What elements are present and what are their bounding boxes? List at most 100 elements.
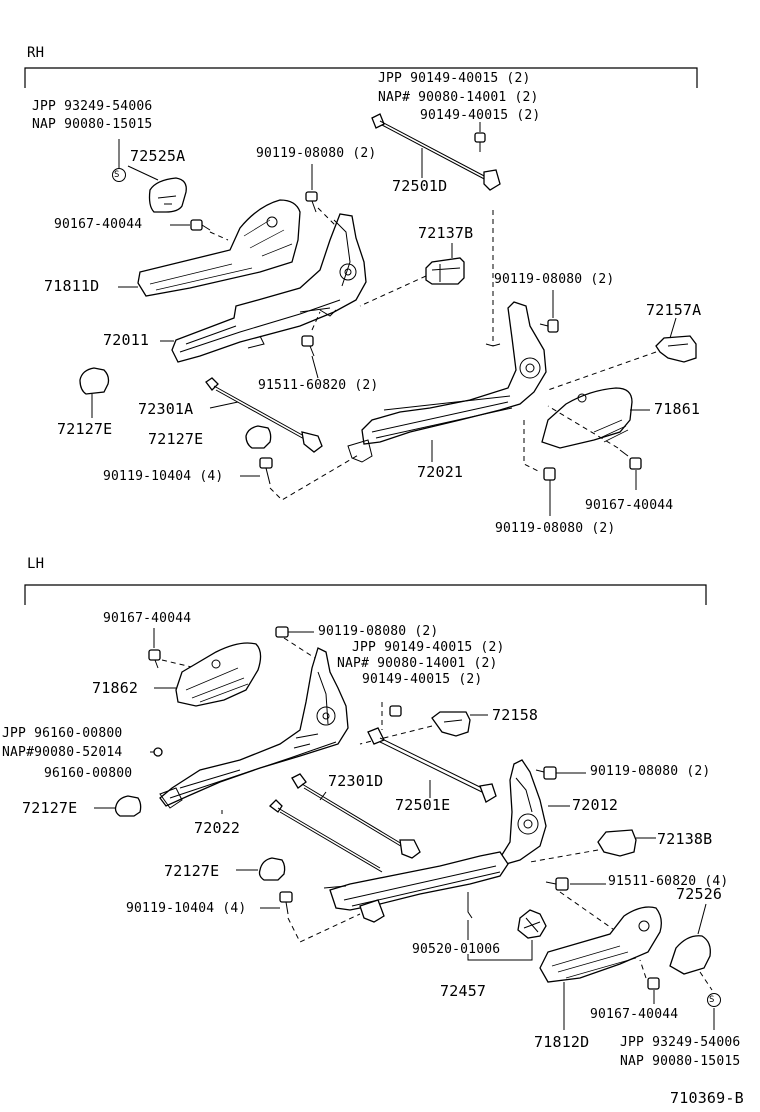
label-91511-60820-rh[interactable]: 91511-60820 (2) (258, 378, 379, 393)
washer-90520[interactable] (467, 892, 473, 919)
bolt-90119-top-lh[interactable] (275, 626, 289, 638)
label-90119-08080-top-rh[interactable]: 90119-08080 (2) (256, 146, 377, 161)
label-91511-60820-lh[interactable]: 91511-60820 (4) (608, 874, 729, 889)
cover-72127E-mid-rh[interactable] (245, 425, 272, 449)
label-90520-01006[interactable]: 90520-01006 (412, 942, 501, 957)
torsion-bar-72501E[interactable] (367, 727, 497, 803)
label-90119-10404-lh[interactable]: 90119-10404 (4) (126, 901, 247, 916)
bracket-72157A[interactable] (655, 335, 697, 363)
recliner-cover-71862[interactable] (175, 642, 262, 707)
bolt-90119-top-rh[interactable] (305, 191, 318, 213)
screw-90167-bottom-lh[interactable] (647, 977, 660, 990)
label-90149-40015-rh[interactable]: 90149-40015 (2) (420, 108, 541, 123)
label-71862[interactable]: 71862 (92, 679, 139, 697)
bolt-90149-rh[interactable] (474, 132, 486, 152)
seat-frame-72022[interactable] (159, 647, 349, 809)
label-nap-90080-52014-lh[interactable]: NAP#90080-52014 (2, 745, 123, 760)
label-72022[interactable]: 72022 (194, 819, 241, 837)
label-72127E-mid-lh[interactable]: 72127E (164, 862, 220, 880)
label-90119-08080-mid-rh[interactable]: 90119-08080 (2) (494, 272, 615, 287)
label-jpp-96160-lh[interactable]: JPP 96160-00800 (2, 726, 123, 741)
label-72127E-left-rh[interactable]: 72127E (57, 420, 113, 438)
label-90167-40044-left-rh[interactable]: 90167-40044 (54, 217, 143, 232)
rh-bracket (24, 67, 698, 88)
screw-90167-left-rh[interactable] (190, 219, 211, 231)
s-clip-symbol-rh (112, 168, 126, 182)
screw-90167-right-rh[interactable] (619, 449, 642, 470)
label-72011[interactable]: 72011 (103, 331, 150, 349)
label-72301D[interactable]: 72301D (328, 772, 384, 790)
bolt-90119-mid-rh[interactable] (539, 319, 559, 333)
label-jpp-93249-rh[interactable]: JPP 93249-54006 (32, 99, 153, 114)
cover-72127E-left-rh[interactable] (79, 367, 110, 395)
torsion-bar-72501D[interactable] (371, 113, 501, 191)
label-jpp-93249-lh[interactable]: JPP 93249-54006 (620, 1035, 741, 1050)
label-90167-40044-bottom-lh[interactable]: 90167-40044 (590, 1007, 679, 1022)
label-90167-40044-top-lh[interactable]: 90167-40044 (103, 611, 192, 626)
clip-96160[interactable] (153, 747, 163, 757)
bolt-91511-rh[interactable] (301, 335, 315, 357)
bracket-72158[interactable] (431, 711, 471, 737)
label-72127E-mid-rh[interactable]: 72127E (148, 430, 204, 448)
label-72525A[interactable]: 72525A (130, 147, 186, 165)
label-jpp-90149-rh[interactable]: JPP 90149-40015 (2) (378, 71, 531, 86)
screw-90167-top-lh[interactable] (148, 649, 161, 669)
label-72127E-left-lh[interactable]: 72127E (22, 799, 78, 817)
cover-72127E-left-lh[interactable] (114, 795, 142, 817)
label-jpp-90149-lh[interactable]: JPP 90149-40015 (2) (352, 640, 505, 655)
knob-72457[interactable] (517, 909, 547, 939)
knob-cover-72526[interactable] (669, 935, 711, 975)
s-clip-text-lh: S (709, 995, 715, 1005)
label-72021[interactable]: 72021 (417, 463, 464, 481)
recliner-cover-71811D[interactable] (137, 199, 301, 297)
label-71861[interactable]: 71861 (654, 400, 701, 418)
bolt-90119-bottom-rh[interactable] (543, 467, 556, 481)
label-72138B[interactable]: 72138B (657, 830, 713, 848)
label-nap-90080-15015-lh[interactable]: NAP 90080-15015 (620, 1054, 741, 1069)
label-72526[interactable]: 72526 (676, 885, 723, 903)
cover-72138B[interactable] (597, 829, 637, 857)
s-clip-text-rh: S (114, 170, 120, 180)
seat-track-lh[interactable] (269, 799, 509, 923)
label-96160-00800-lh[interactable]: 96160-00800 (44, 766, 133, 781)
rh-section (24, 67, 698, 516)
label-90119-08080-top-lh[interactable]: 90119-08080 (2) (318, 624, 439, 639)
label-71812D[interactable]: 71812D (534, 1033, 590, 1051)
cover-72127E-mid-lh[interactable] (258, 857, 286, 881)
label-71811D[interactable]: 71811D (44, 277, 100, 295)
bolt-90119-10404-rh[interactable] (259, 457, 273, 485)
label-72157A[interactable]: 72157A (646, 301, 702, 319)
recliner-cover-71861[interactable] (541, 387, 633, 449)
recliner-cover-71812D[interactable] (539, 906, 662, 983)
label-90119-08080-bottom-rh[interactable]: 90119-08080 (2) (495, 521, 616, 536)
lh-bracket (24, 584, 707, 605)
knob-cover-72525A[interactable] (148, 177, 187, 213)
label-90167-40044-right-rh[interactable]: 90167-40044 (585, 498, 674, 513)
label-72501D[interactable]: 72501D (392, 177, 448, 195)
label-72012[interactable]: 72012 (572, 796, 619, 814)
seat-adjuster-72012[interactable] (499, 759, 547, 865)
cable-72301A[interactable] (205, 377, 323, 453)
lh-section (24, 584, 721, 1030)
label-72457[interactable]: 72457 (440, 982, 487, 1000)
bolt-90149-lh[interactable] (389, 705, 402, 717)
s-clip-symbol-lh (707, 993, 721, 1007)
bolt-90119-10404-lh[interactable] (279, 891, 293, 915)
label-72158[interactable]: 72158 (492, 706, 539, 724)
label-90119-08080-right-lh[interactable]: 90119-08080 (2) (590, 764, 711, 779)
label-nap-90080-15015-rh[interactable]: NAP 90080-15015 (32, 117, 153, 132)
bolt-91511-lh[interactable] (545, 877, 569, 891)
knob-72137B[interactable] (425, 257, 465, 285)
label-nap-90080-14001-lh[interactable]: NAP# 90080-14001 (2) (337, 656, 498, 671)
label-90149-40015-lh[interactable]: 90149-40015 (2) (362, 672, 483, 687)
label-nap-90080-14001-rh[interactable]: NAP# 90080-14001 (2) (378, 90, 539, 105)
cable-72301D[interactable] (291, 773, 421, 859)
label-90119-10404-rh[interactable]: 90119-10404 (4) (103, 469, 224, 484)
bolt-90119-right-lh[interactable] (535, 766, 557, 780)
seat-frame-72011[interactable] (171, 213, 367, 363)
label-72501E[interactable]: 72501E (395, 796, 451, 814)
label-72137B[interactable]: 72137B (418, 224, 474, 242)
label-72301A[interactable]: 72301A (138, 400, 194, 418)
seat-adjuster-72021[interactable] (347, 301, 547, 463)
